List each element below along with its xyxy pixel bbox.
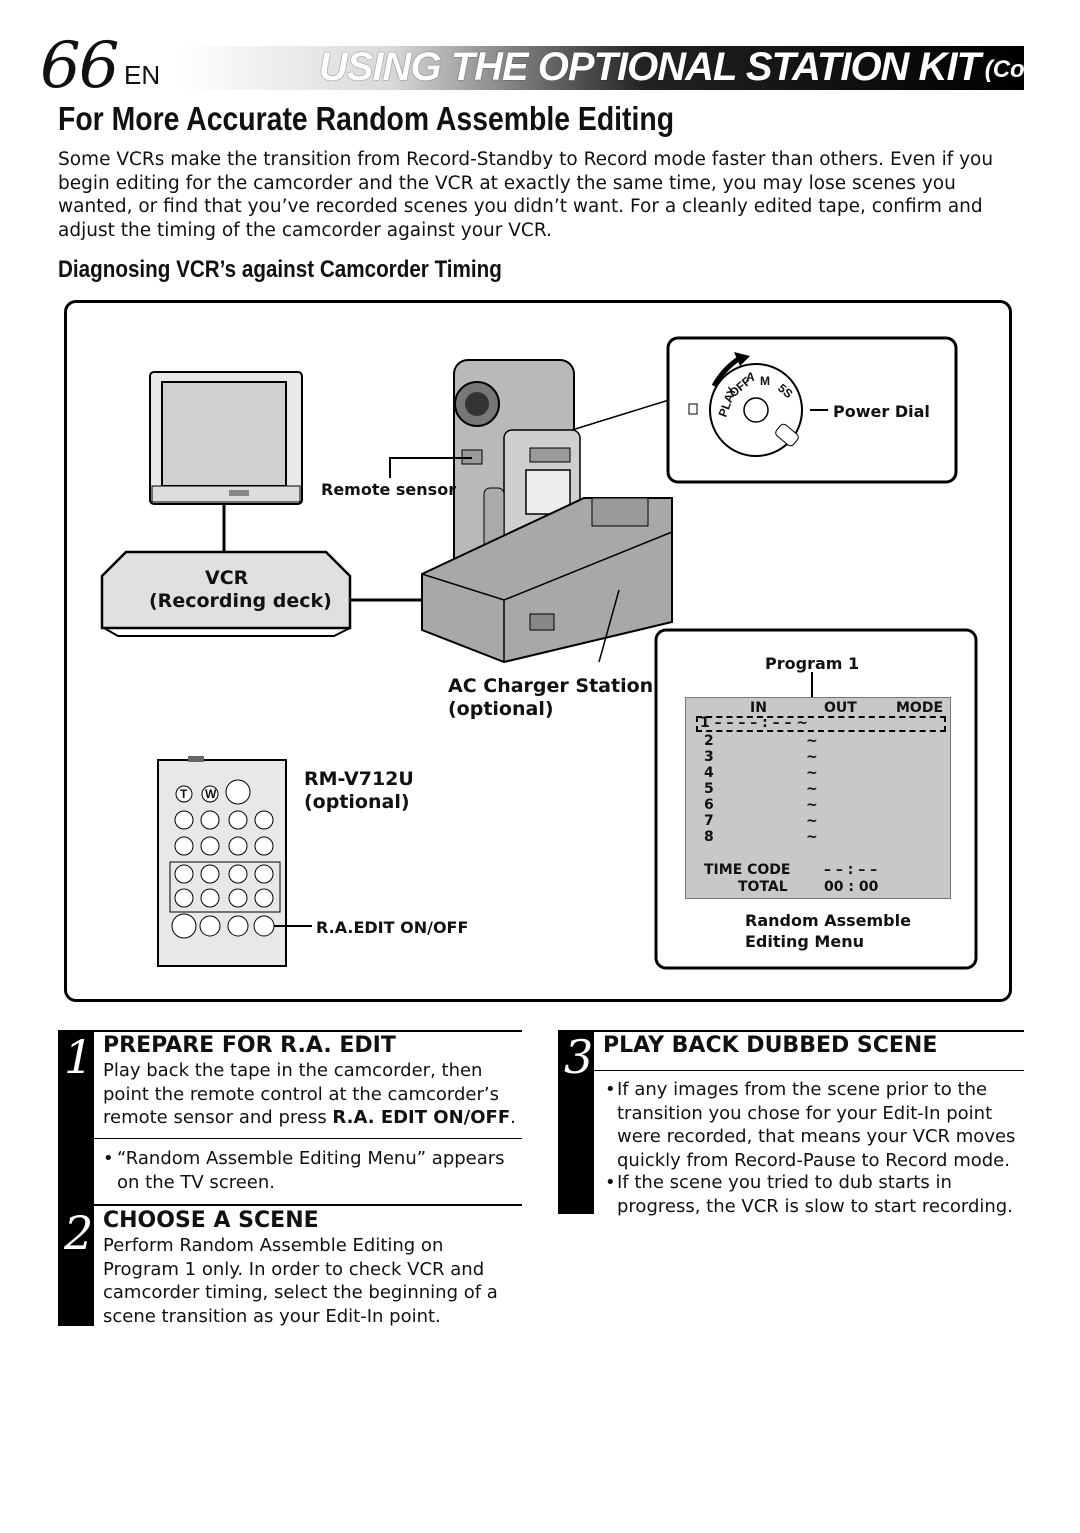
step-1-bullet-text: “Random Assemble Editing Menu” appears o…	[117, 1148, 505, 1193]
intro-paragraph: Some VCRs make the transition from Recor…	[58, 149, 994, 241]
vcr-illustration	[100, 550, 352, 637]
menu-row-num: 2	[704, 733, 714, 749]
step-3-rule	[594, 1030, 1024, 1032]
step-2-heading: CHOOSE A SCENE	[103, 1208, 319, 1233]
step-3-bullet-1-text: If any images from the scene prior to th…	[617, 1079, 1016, 1171]
step-1-bar	[58, 1030, 94, 1326]
menu-row-tilde: ~	[806, 749, 818, 765]
menu-row-num: 3	[704, 749, 714, 765]
step-3-bullet-2-text: If the scene you tried to dub starts in …	[617, 1172, 1013, 1217]
step-3-bullet-2: • If the scene you tried to dub starts i…	[605, 1171, 1019, 1218]
menu-timecode-label: TIME CODE	[704, 862, 791, 878]
dial-m: M	[760, 374, 770, 388]
menu-col-in: IN	[750, 700, 767, 716]
power-dial-label: Power Dial	[833, 402, 930, 421]
step-1-number: 1	[64, 1030, 94, 1084]
menu-row-num: 4	[704, 765, 714, 781]
menu-timecode-value: – – : – –	[824, 862, 878, 878]
step-3-bullet-1: • If any images from the scene prior to …	[605, 1078, 1019, 1172]
dial-a: A	[746, 370, 755, 384]
step-1-text-b: R.A. EDIT ON/OFF	[332, 1107, 511, 1128]
step-2-rule	[94, 1204, 522, 1206]
step-3-heading: PLAY BACK DUBBED SCENE	[603, 1033, 938, 1058]
ra-edit-label: R.A.EDIT ON/OFF	[316, 918, 469, 937]
section-banner	[180, 46, 1024, 90]
program-label: Program 1	[765, 654, 860, 673]
vcr-sub-label: (Recording deck)	[149, 590, 332, 612]
menu-caption-2: Editing Menu	[745, 932, 864, 951]
menu-row-num: 8	[704, 829, 714, 845]
menu-total-label: TOTAL	[738, 879, 788, 895]
remote-sensor-label: Remote sensor	[321, 480, 457, 499]
menu-row-num: 6	[704, 797, 714, 813]
menu-row-tilde: ~	[806, 797, 818, 813]
power-dial-illustration	[688, 352, 828, 457]
step-3-divider	[594, 1070, 1024, 1071]
page-title: For More Accurate Random Assemble Editin…	[58, 100, 675, 137]
step-1-rule	[94, 1030, 522, 1032]
step-3-number: 3	[564, 1030, 594, 1084]
step-1-heading: PREPARE FOR R.A. EDIT	[103, 1033, 396, 1058]
step-1-divider	[94, 1138, 522, 1139]
menu-selected-row	[696, 716, 946, 732]
menu-col-mode: MODE	[896, 700, 944, 716]
diagram-frame	[64, 300, 1012, 1002]
ra-edit-menu-screen: IN OUT MODE 1 – – – – : – – ~ 2 ~ 3 ~ 4 …	[685, 697, 951, 899]
step-1-text: Play back the tape in the camcorder, the…	[103, 1059, 525, 1130]
remote-illustration	[157, 756, 287, 967]
step-1-text-c: .	[510, 1107, 516, 1128]
remote-optional-label: (optional)	[304, 791, 410, 813]
language-code: EN	[124, 60, 161, 90]
step-2-text: Perform Random Assemble Editing on Progr…	[103, 1235, 498, 1327]
section-cont: (Cont.)	[984, 56, 1062, 83]
menu-row-num: 7	[704, 813, 714, 829]
charger-illustration	[421, 497, 673, 664]
menu-row-tilde: ~	[806, 829, 818, 845]
step-3-bar	[558, 1030, 594, 1214]
menu-row-tilde: ~	[806, 765, 818, 781]
charger-optional-label: (optional)	[448, 698, 554, 720]
remote-model-label: RM-V712U	[304, 768, 414, 790]
menu-row-tilde: ~	[806, 781, 818, 797]
tv-illustration	[149, 371, 303, 505]
step-2-number: 2	[64, 1206, 94, 1260]
step-1-text-a: Play back the tape in the camcorder, the…	[103, 1060, 500, 1128]
subheading: Diagnosing VCR’s against Camcorder Timin…	[58, 256, 502, 283]
section-title: USING THE OPTIONAL STATION KIT	[318, 45, 981, 89]
vcr-label: VCR	[205, 567, 249, 589]
remote-t-button: T	[180, 787, 188, 801]
remote-w-button: W	[205, 787, 217, 801]
menu-total-value: 00 : 00	[824, 879, 879, 895]
menu-caption-1: Random Assemble	[745, 911, 911, 930]
menu-row-num: 5	[704, 781, 714, 797]
charger-label: AC Charger Station	[448, 675, 654, 697]
menu-col-out: OUT	[824, 700, 857, 716]
page-number: 66	[40, 29, 119, 103]
menu-row-tilde: ~	[806, 813, 818, 829]
step-1-bullet: • “Random Assemble Editing Menu” appears…	[103, 1147, 523, 1194]
menu-row-tilde: ~	[806, 733, 818, 749]
menu-row-1: 1 – – – – : – – ~	[700, 715, 809, 731]
